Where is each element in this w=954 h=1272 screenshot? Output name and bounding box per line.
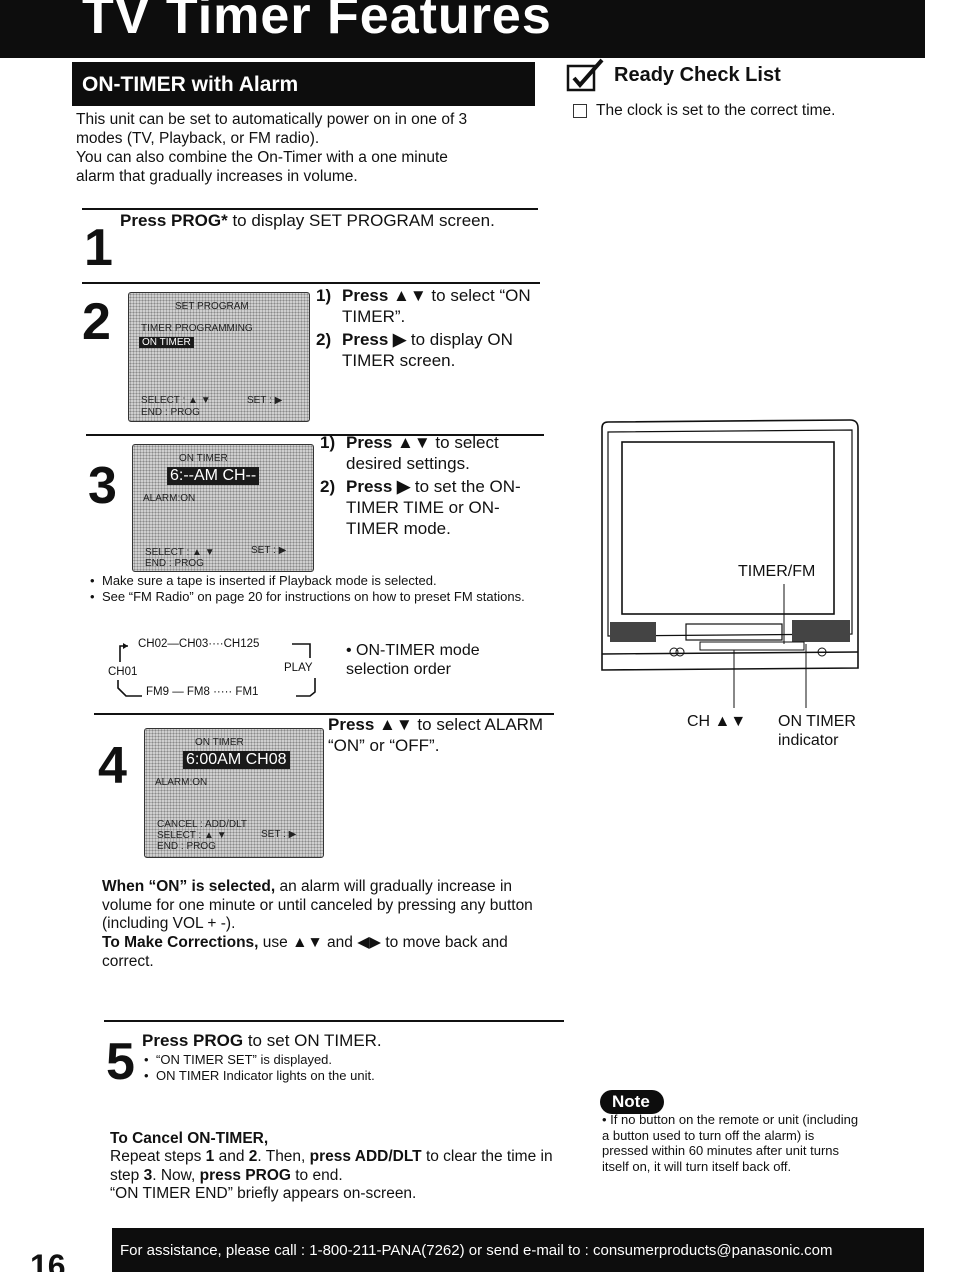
ready-check-item: The clock is set to the correct time. [596, 102, 836, 119]
step5-bullets: “ON TIMER SET” is displayed. ON TIMER In… [144, 1052, 564, 1084]
note-badge: Note [600, 1090, 664, 1114]
page-title-bar: TV Timer Features [0, 0, 925, 58]
section-title: ON-TIMER with Alarm [82, 73, 299, 96]
screen-highlight: ON TIMER [139, 337, 194, 348]
checkmark-icon [566, 58, 604, 92]
cancel-heading: To Cancel ON-TIMER, [110, 1130, 269, 1147]
page-number: 16 [30, 1248, 66, 1272]
page-title: TV Timer Features [82, 0, 552, 45]
on-timer-label: ON TIMER indicator [778, 713, 856, 749]
intro-text: This unit can be set to automatically po… [76, 111, 468, 185]
step4-tv-screen: ON TIMER 6:00AM CH08 ALARM:ON CANCEL : A… [144, 728, 324, 858]
step1-number: 1 [84, 219, 113, 277]
note-text: • If no button on the remote or unit (in… [602, 1112, 859, 1174]
mode-order-arrows [117, 643, 316, 697]
timer-fm-label: TIMER/FM [738, 563, 816, 580]
footer-text: For assistance, please call : 1-800-211-… [120, 1242, 833, 1259]
step4-corrections: To Make Corrections, use ▲▼ and ◀▶ to mo… [102, 934, 508, 970]
cancel-text: Repeat steps 1 and 2. Then, press ADD/DL… [110, 1148, 553, 1202]
screen-highlight: 6:00AM CH08 [183, 751, 290, 769]
step1-text: Press PROG* to display SET PROGRAM scree… [120, 211, 495, 230]
step3-tv-screen: ON TIMER 6:--AM CH-- ALARM:ON SELECT : ▲… [132, 444, 314, 572]
footer-bar: For assistance, please call : 1-800-211-… [112, 1228, 924, 1272]
step2-number: 2 [82, 293, 111, 351]
step3-number: 3 [88, 457, 117, 515]
screen-highlight: 6:--AM CH-- [167, 467, 260, 485]
step3-rule [86, 434, 544, 436]
step4-number: 4 [98, 737, 127, 795]
step4-instructions: Press ▲▼ to select ALARM “ON” or “OFF”. [328, 715, 544, 755]
step4-when-on: When “ON” is selected, an alarm will gra… [102, 878, 533, 932]
ch-label: CH ▲▼ [687, 713, 747, 730]
tv-illustration [601, 419, 859, 708]
step5-text: Press PROG to set ON TIMER. [142, 1031, 382, 1050]
step4-rule [94, 713, 554, 715]
section-title-bar: ON-TIMER with Alarm [72, 62, 535, 106]
step3-notes: Make sure a tape is inserted if Playback… [90, 573, 540, 605]
ready-check-title: Ready Check List [614, 64, 781, 86]
ready-checkbox [573, 104, 587, 118]
step2-rule [82, 282, 540, 284]
step1-rule [82, 208, 538, 210]
step2-tv-screen: SET PROGRAM TIMER PROGRAMMING ON TIMER S… [128, 292, 310, 422]
step5-number: 5 [106, 1033, 135, 1091]
mode-order-caption: • ON-TIMER mode selection order [346, 642, 480, 678]
step3-instructions: 1)Press ▲▼ to select desired settings. 2… [320, 433, 521, 538]
step5-rule [104, 1020, 564, 1022]
step2-instructions: 1)Press ▲▼ to select “ON TIMER”. 2)Press… [316, 286, 531, 370]
